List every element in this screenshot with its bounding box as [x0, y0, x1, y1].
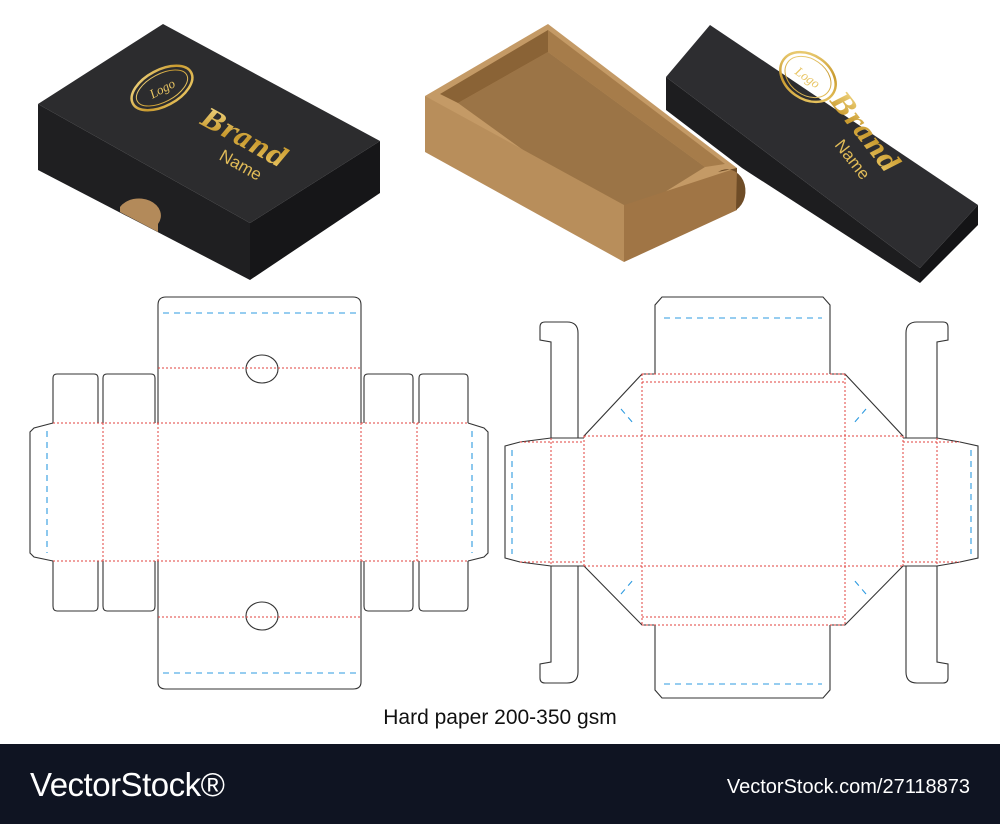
tray-inner-right-wall — [548, 30, 725, 167]
tray-side-wall — [624, 168, 737, 262]
closed-box-mockup: Logo Brand Name — [38, 24, 380, 280]
watermark-bar: VectorStock® VectorStock.com/27118873 — [0, 744, 1000, 824]
lid-dieline-crease-lines — [520, 373, 960, 626]
caption: Hard paper 200-350 gsm — [383, 706, 617, 729]
open-tray-mockup — [425, 24, 746, 262]
tray-dieline-thumb-hole-bottom — [245, 601, 279, 631]
closed-box-side-face — [250, 141, 380, 280]
illustration: Logo Brand Name Logo Brand Name — [29, 24, 979, 699]
tray-dieline-right-inner-flap — [363, 373, 414, 423]
lid-top-face — [666, 25, 978, 268]
closed-box-top-face — [38, 24, 380, 223]
tray-front-wall — [425, 96, 624, 262]
lid-dieline-bevel-edges — [583, 373, 655, 438]
tray-inner-floor — [458, 52, 705, 220]
lid-dieline-perforation-lines — [511, 317, 972, 685]
watermark-url: VectorStock.com/27118873 — [726, 776, 970, 798]
tray-inner-back-wall — [440, 30, 548, 103]
tray-side-thumb-notch — [718, 168, 746, 210]
lid-front-face — [666, 77, 920, 283]
closed-box-front-face — [38, 104, 250, 280]
tray-dieline-perforation-lines — [46, 312, 473, 674]
lid-dieline-right-tab — [905, 321, 949, 438]
lid-dieline-left-tab — [539, 321, 579, 438]
tray-dieline-right-outer-flap — [418, 373, 469, 423]
lid-side-face — [920, 205, 978, 283]
lid-dieline — [504, 296, 979, 699]
tray-dieline-cut-lines — [29, 296, 489, 690]
tray-dieline-thumb-hole-top — [245, 354, 279, 384]
tray-dieline-left-outer-flap — [52, 373, 99, 423]
tray-dieline-crease-lines — [53, 367, 468, 618]
lid-dieline-cut-lines — [504, 296, 979, 699]
closed-box-thumb-notch — [120, 198, 161, 232]
watermark-logo: VectorStock® — [30, 766, 225, 803]
tray-dieline-left-inner-flap — [102, 373, 156, 423]
tray-dieline — [29, 296, 489, 690]
